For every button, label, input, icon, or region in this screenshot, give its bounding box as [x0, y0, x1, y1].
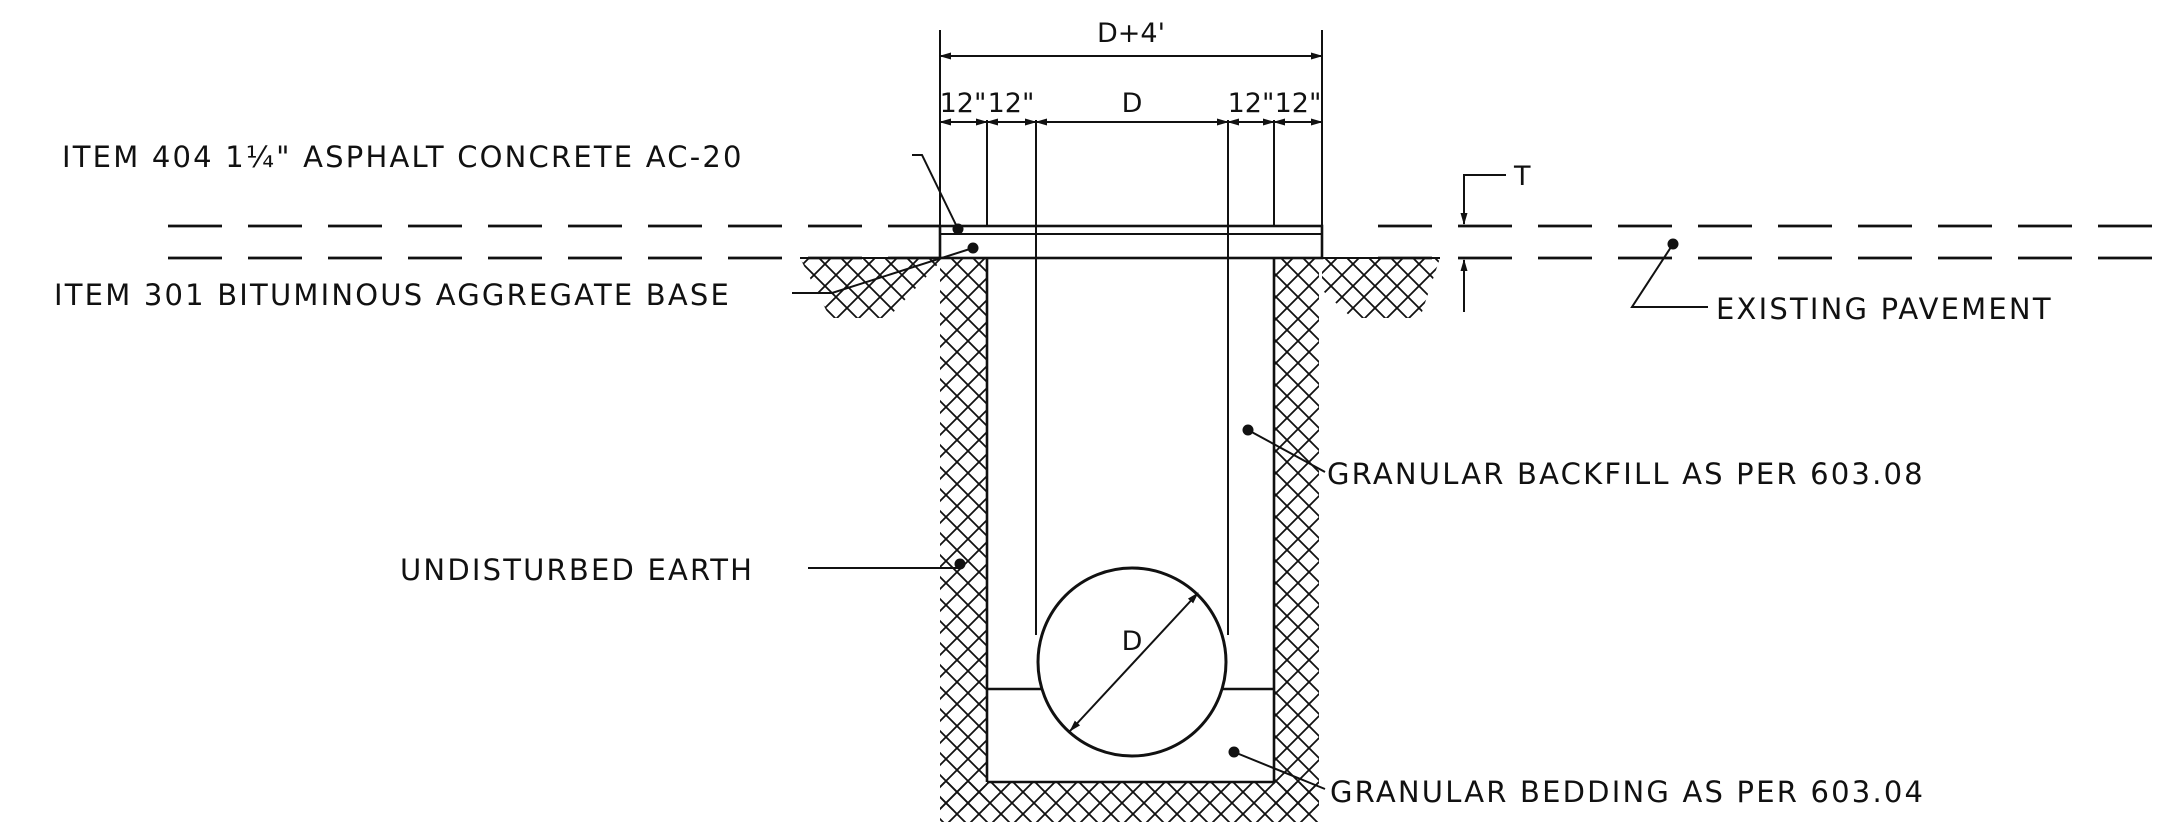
base-callout-label: ITEM 301 BITUMINOUS AGGREGATE BASE [54, 278, 731, 312]
pavement-patch [938, 224, 1324, 260]
offset-label-1: 12" [940, 88, 987, 119]
callout-leaders [792, 154, 1708, 790]
pavement-thickness-dimension: T [1460, 161, 1531, 312]
pipe-diameter-arrow [1069, 592, 1199, 732]
offset-label-3: 12" [1228, 88, 1275, 119]
trench-outline [985, 258, 1276, 784]
overall-width-label: D+4' [1097, 18, 1165, 49]
offset-dimensions: 12" 12" D 12" 12" [939, 88, 1323, 126]
bedding-callout-label: GRANULAR BEDDING AS PER 603.04 [1330, 775, 1925, 809]
pipe-circle [1036, 566, 1228, 758]
undisturbed-earth-hatch [800, 257, 1440, 822]
pipe-diameter-label: D [1122, 626, 1143, 657]
inner-width-label: D [1122, 88, 1143, 119]
offset-label-4: 12" [1275, 88, 1322, 119]
overall-width-dimension: D+4' [939, 18, 1323, 60]
pavement-callout-label: EXISTING PAVEMENT [1716, 292, 2053, 326]
asphalt-callout-label: ITEM 404 1¼" ASPHALT CONCRETE AC-20 [62, 140, 744, 174]
offset-label-2: 12" [988, 88, 1035, 119]
thickness-label: T [1513, 161, 1531, 192]
earth-callout-label: UNDISTURBED EARTH [400, 553, 754, 587]
backfill-callout-label: GRANULAR BACKFILL AS PER 603.08 [1327, 457, 1925, 491]
pipe-width-extension-lines [939, 30, 1323, 635]
